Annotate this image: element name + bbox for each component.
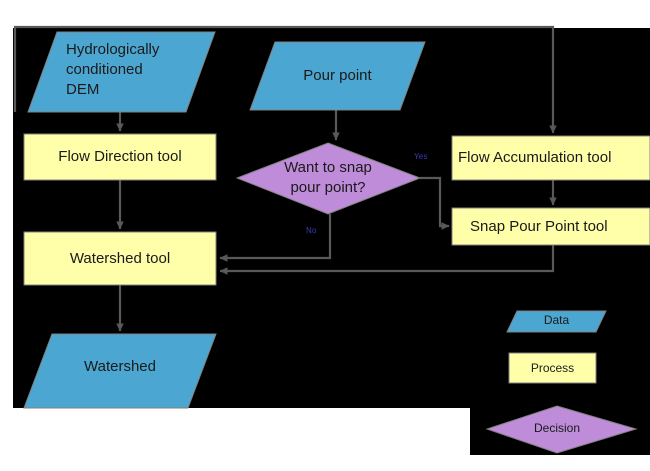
legend-data-shape xyxy=(506,310,607,333)
legend-process-shape xyxy=(508,352,597,384)
node-dem-shape[interactable] xyxy=(27,31,216,113)
connector-snap-to-watershedtool xyxy=(219,245,555,275)
connector-dem-to-flowaccum xyxy=(13,25,557,134)
legend-decision-shape xyxy=(485,405,638,454)
node-snap-shape[interactable] xyxy=(451,207,650,246)
node-flowdir-shape[interactable] xyxy=(23,133,217,181)
node-watershed-shape[interactable] xyxy=(23,333,217,409)
node-watershedtool-shape[interactable] xyxy=(23,231,217,286)
legend-data-label: Data xyxy=(543,313,570,327)
node-pourpoint-shape[interactable] xyxy=(249,41,426,111)
branch-label-yes: Yes xyxy=(414,152,428,161)
connector-decision-no-to-watershedtool xyxy=(219,214,332,262)
node-flowaccum-shape[interactable] xyxy=(451,135,650,181)
branch-label-no: No xyxy=(306,226,317,235)
connector-decision-yes-to-snap xyxy=(420,176,450,230)
legend-decision-label: Decision xyxy=(533,421,581,435)
node-decision-shape[interactable] xyxy=(235,142,422,215)
legend-process-label: Process xyxy=(530,361,575,375)
